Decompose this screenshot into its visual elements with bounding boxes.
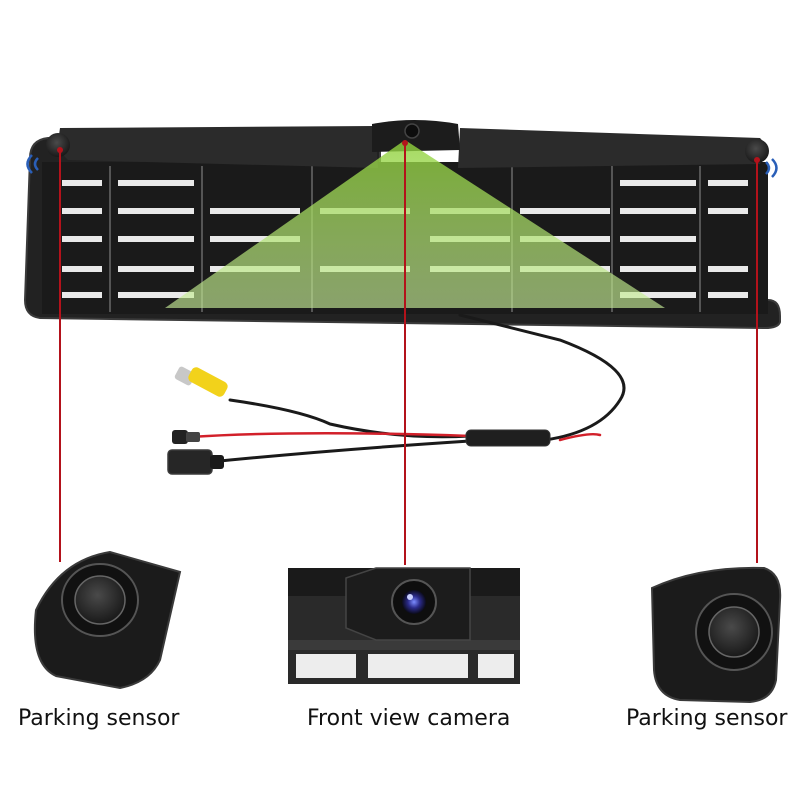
left-parking-sensor-closeup [33, 550, 182, 690]
left-sensor-label: Parking sensor [18, 706, 180, 731]
left-frame-sensor [26, 133, 70, 174]
leader-lines [57, 140, 760, 565]
camera-label: Front view camera [307, 706, 511, 731]
right-sensor-label: Parking sensor [626, 706, 788, 731]
frame-camera [404, 123, 420, 139]
rca-plug-icon [174, 366, 228, 397]
right-frame-sensor [745, 139, 778, 178]
wiring-harness [188, 313, 626, 464]
dc-jack-icon [167, 449, 224, 475]
camera-field-of-view [165, 140, 665, 308]
power-connector-icon [172, 430, 200, 444]
right-parking-sensor-closeup [650, 566, 782, 704]
front-camera-closeup [288, 567, 520, 684]
